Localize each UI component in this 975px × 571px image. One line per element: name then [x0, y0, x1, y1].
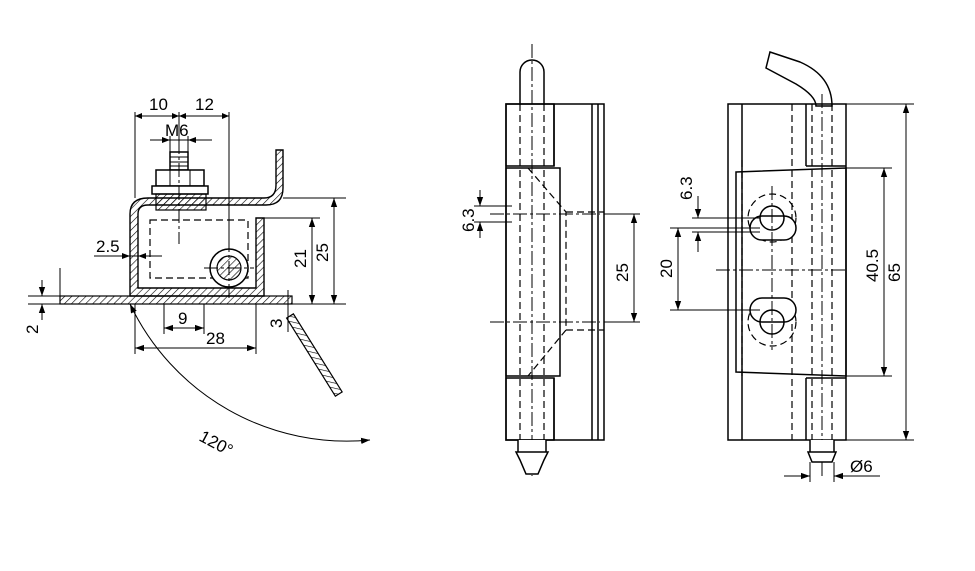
pin-bottom-tip	[514, 440, 550, 475]
pin-top-head	[519, 59, 545, 105]
rear-dim-40-5-label: 40.5	[863, 249, 882, 282]
dim-12-label: 12	[195, 95, 214, 114]
rear-body	[727, 103, 847, 441]
rear-leaf-plate	[735, 167, 847, 377]
dim-10-label: 10	[149, 95, 168, 114]
angle-120-label: 120°	[196, 427, 236, 460]
side-view: 10 12 M6 2.5 21 25 2 3 9	[23, 95, 371, 460]
rear-view: 6.3 20 40.5 65 Ø6	[657, 51, 914, 482]
inner-pocket	[149, 219, 249, 279]
swung-leaf	[285, 313, 343, 397]
dim-3-label: 3	[267, 319, 286, 328]
rear-dim-20-label: 20	[657, 259, 676, 278]
knuckle-middle	[505, 167, 561, 377]
rear-dim-65-label: 65	[885, 263, 904, 282]
bracket-channel	[129, 149, 284, 297]
slot-lower	[749, 297, 797, 335]
hinge-pin-section	[204, 238, 254, 300]
dim-21-label: 21	[291, 249, 310, 268]
front-dim-25-label: 25	[613, 263, 632, 282]
knuckle-top	[505, 103, 555, 167]
front-leaf-plate	[505, 103, 605, 441]
knuckle-bottom	[505, 377, 555, 441]
m6-nut-stud	[151, 140, 209, 244]
thread-m6-label: M6	[165, 121, 189, 140]
base-leaf-plate	[59, 295, 293, 305]
dim-2-5-label: 2.5	[96, 237, 120, 256]
rear-dim-dia-6-label: Ø6	[850, 457, 873, 476]
rear-pin-bottom	[806, 440, 838, 463]
front-dim-6-3-label: 6.3	[459, 208, 478, 232]
dim-2-label: 2	[23, 325, 42, 334]
dim-28-label: 28	[206, 329, 225, 348]
rear-dim-6-3-label: 6.3	[677, 176, 696, 200]
dim-25-label: 25	[313, 243, 332, 262]
front-view: 6.3 25	[459, 44, 640, 476]
dim-9-label: 9	[178, 309, 187, 328]
